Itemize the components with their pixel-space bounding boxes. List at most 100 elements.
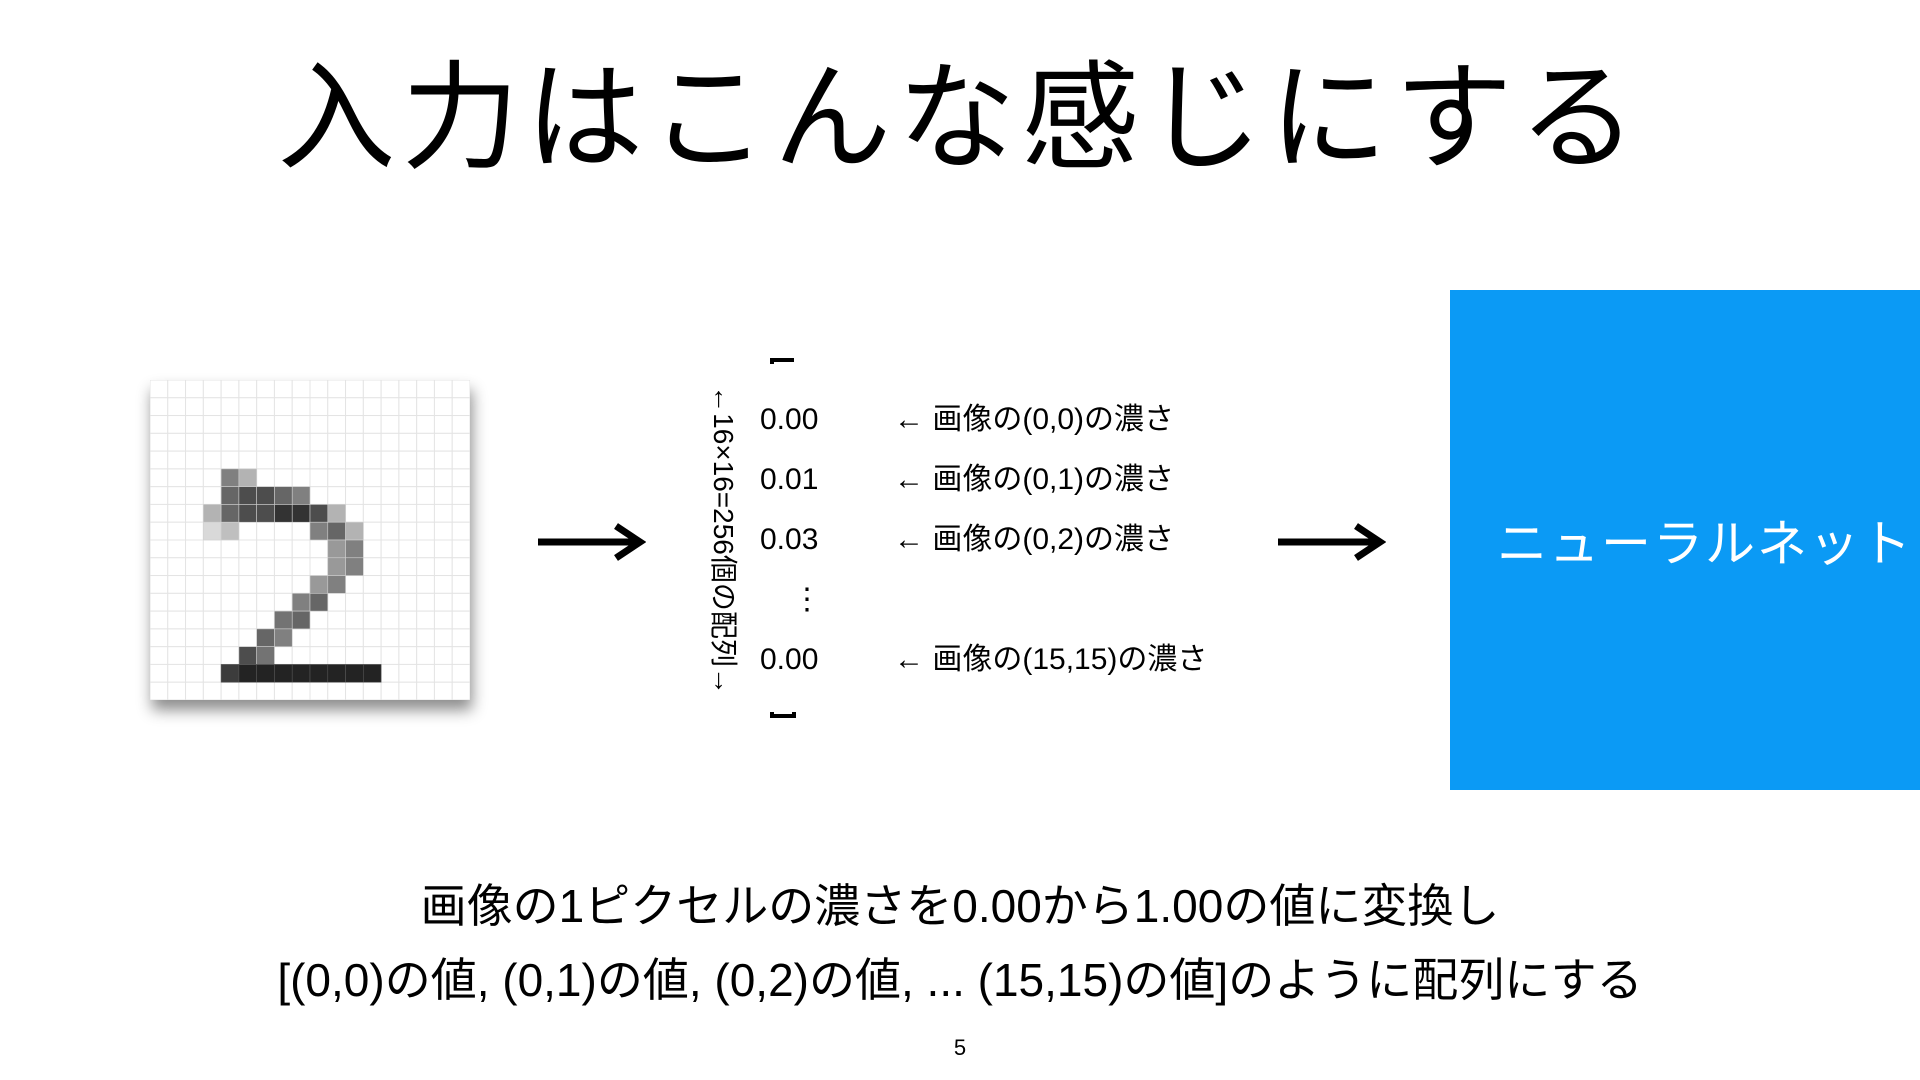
pixel-cell	[399, 558, 417, 576]
pixel-cell	[363, 576, 381, 594]
pixel-cell	[363, 451, 381, 469]
pixel-cell	[168, 576, 186, 594]
pixel-cell	[346, 487, 364, 505]
pixel-cell	[381, 380, 399, 398]
pixel-cell	[150, 416, 168, 434]
pixel-cell	[292, 647, 310, 665]
pixel-cell	[186, 576, 204, 594]
pixel-cell	[221, 416, 239, 434]
pixel-cell	[346, 469, 364, 487]
pixel-cell	[239, 629, 257, 647]
pixel-cell	[363, 540, 381, 558]
pixel-cell	[452, 540, 470, 558]
pixel-dark	[239, 647, 257, 665]
pixel-cell	[274, 416, 292, 434]
pixel-cell	[417, 416, 435, 434]
pixel-cell	[257, 593, 275, 611]
pixel-cell	[399, 504, 417, 522]
neural-net-label: ニューラルネット	[1497, 504, 1913, 576]
pixel-cell	[168, 416, 186, 434]
pixel-cell	[434, 451, 452, 469]
vector-representation: ←16×16=256個の配列→ 0.00← 画像の(0,0)の濃さ 0.01← …	[700, 330, 1260, 750]
pixel-cell	[363, 416, 381, 434]
pixel-cell	[381, 593, 399, 611]
pixel-dark	[292, 664, 310, 682]
pixel-dark	[257, 487, 275, 505]
pixel-cell	[203, 398, 221, 416]
pixel-cell	[399, 487, 417, 505]
arrow-right-icon	[536, 522, 646, 562]
pixel-dark	[257, 664, 275, 682]
pixel-cell	[452, 558, 470, 576]
pixel-cell	[434, 576, 452, 594]
pixel-cell	[328, 380, 346, 398]
vector-row-label: ← 画像の(15,15)の濃さ	[894, 640, 1207, 680]
pixel-cell	[203, 682, 221, 700]
pixel-cell	[434, 611, 452, 629]
pixel-cell	[203, 433, 221, 451]
vector-row: 0.00← 画像の(0,0)の濃さ	[760, 400, 1174, 440]
pixel-cell	[346, 416, 364, 434]
pixel-cell	[203, 540, 221, 558]
pixel-dark	[239, 469, 257, 487]
pixel-cell	[257, 611, 275, 629]
pixel-cell	[363, 398, 381, 416]
pixel-cell	[417, 380, 435, 398]
pixel-cell	[452, 647, 470, 665]
pixel-cell	[186, 504, 204, 522]
pixel-cell	[168, 380, 186, 398]
pixel-cell	[239, 522, 257, 540]
pixel-cell	[150, 540, 168, 558]
pixel-cell	[257, 682, 275, 700]
pixel-cell	[274, 522, 292, 540]
pixel-cell	[399, 451, 417, 469]
pixel-cell	[452, 398, 470, 416]
pixel-cell	[346, 433, 364, 451]
pixel-cell	[452, 576, 470, 594]
pixel-cell	[186, 451, 204, 469]
pixel-cell	[328, 629, 346, 647]
pixel-cell	[381, 433, 399, 451]
pixel-cell	[150, 647, 168, 665]
vector-value: 0.00	[760, 400, 870, 440]
pixel-cell	[239, 576, 257, 594]
pixel-cell	[186, 487, 204, 505]
pixel-cell	[310, 451, 328, 469]
pixel-cell	[381, 558, 399, 576]
pixel-cell	[434, 504, 452, 522]
pixel-cell	[328, 398, 346, 416]
pixel-cell	[221, 398, 239, 416]
pixel-cell	[292, 469, 310, 487]
pixel-cell	[292, 540, 310, 558]
pixel-cell	[203, 469, 221, 487]
pixel-cell	[328, 451, 346, 469]
pixel-cell	[221, 433, 239, 451]
pixel-cell	[434, 398, 452, 416]
pixel-cell	[399, 593, 417, 611]
pixel-dark	[221, 664, 239, 682]
pixel-cell	[346, 629, 364, 647]
pixel-cell	[434, 647, 452, 665]
pixel-cell	[399, 398, 417, 416]
pixel-cell	[274, 576, 292, 594]
vector-row: 0.03← 画像の(0,2)の濃さ	[760, 520, 1174, 560]
pixel-cell	[274, 380, 292, 398]
pixel-cell	[381, 451, 399, 469]
pixel-cell	[328, 469, 346, 487]
pixel-dark	[346, 558, 364, 576]
pixel-cell	[399, 469, 417, 487]
vector-row-label: ← 画像の(0,2)の濃さ	[894, 520, 1174, 560]
pixel-cell	[452, 682, 470, 700]
pixel-cell	[150, 380, 168, 398]
pixel-cell	[150, 611, 168, 629]
pixel-cell	[186, 611, 204, 629]
pixel-cell	[186, 629, 204, 647]
pixel-cell	[203, 664, 221, 682]
pixel-cell	[292, 576, 310, 594]
pixel-cell	[434, 682, 452, 700]
pixel-dark	[310, 664, 328, 682]
pixel-dark	[328, 664, 346, 682]
pixel-cell	[452, 629, 470, 647]
pixel-cell	[168, 433, 186, 451]
pixel-cell	[150, 469, 168, 487]
